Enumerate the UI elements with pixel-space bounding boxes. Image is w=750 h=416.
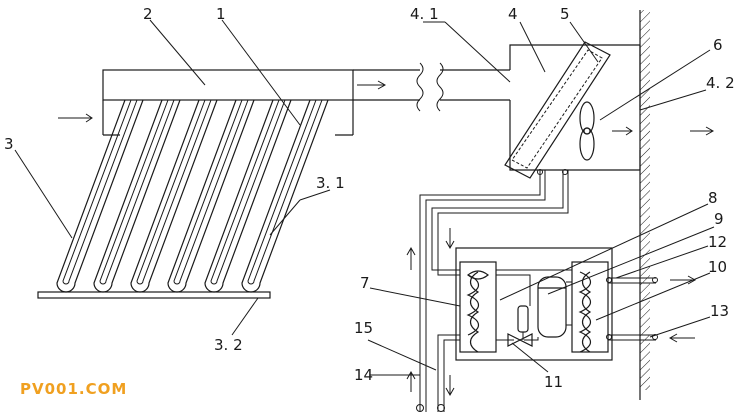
label-3-1: 3. 1: [316, 174, 345, 192]
compressor: [537, 276, 567, 338]
evaporator-coil: [504, 41, 611, 179]
collector-inner-tube: [247, 99, 323, 285]
label-8: 8: [708, 189, 718, 207]
arrow-icon: [58, 80, 715, 397]
label-4-1: 4. 1: [410, 5, 439, 23]
label-6: 6: [713, 36, 723, 54]
label-1: 1: [216, 5, 226, 23]
label-14: 14: [354, 366, 373, 384]
collector-inner-tube: [136, 99, 212, 285]
collector-inner-tube: [99, 99, 175, 285]
label-11: 11: [544, 373, 563, 391]
label-5: 5: [560, 5, 570, 23]
watermark-logo: PV001.COM: [20, 380, 128, 398]
collector-inner-tube: [62, 99, 138, 285]
part-labels: 1 2 3 3. 1 3. 2 4 4. 1 4. 2 5 6 7 8 9 10…: [4, 5, 735, 391]
label-7: 7: [360, 274, 370, 292]
label-2: 2: [143, 5, 153, 23]
leader-lines: [14, 19, 715, 376]
heat-exchanger-7: [459, 261, 497, 353]
heat-exchanger-10: [571, 261, 609, 353]
label-15: 15: [354, 319, 373, 337]
refrigerant-pipes: [416, 169, 569, 412]
receiver: [517, 305, 529, 333]
fan-icon: [579, 101, 595, 161]
label-10: 10: [708, 258, 727, 276]
label-3-2: 3. 2: [214, 336, 243, 354]
heat-pump-unit: [455, 247, 613, 361]
collector-base-plate: [37, 291, 271, 299]
air-duct: [353, 62, 510, 112]
wall: [639, 10, 650, 400]
label-3: 3: [4, 135, 14, 153]
label-13: 13: [710, 302, 729, 320]
collector-tubes: [56, 99, 329, 293]
collector-inner-tube: [173, 99, 249, 285]
collector-header: [102, 69, 354, 136]
label-12: 12: [708, 233, 727, 251]
valve-icon: [507, 333, 533, 347]
internal-piping: [496, 269, 572, 341]
label-4-2: 4. 2: [706, 74, 735, 92]
label-4: 4: [508, 5, 518, 23]
label-9: 9: [714, 210, 724, 228]
collector-inner-tube: [210, 99, 286, 285]
